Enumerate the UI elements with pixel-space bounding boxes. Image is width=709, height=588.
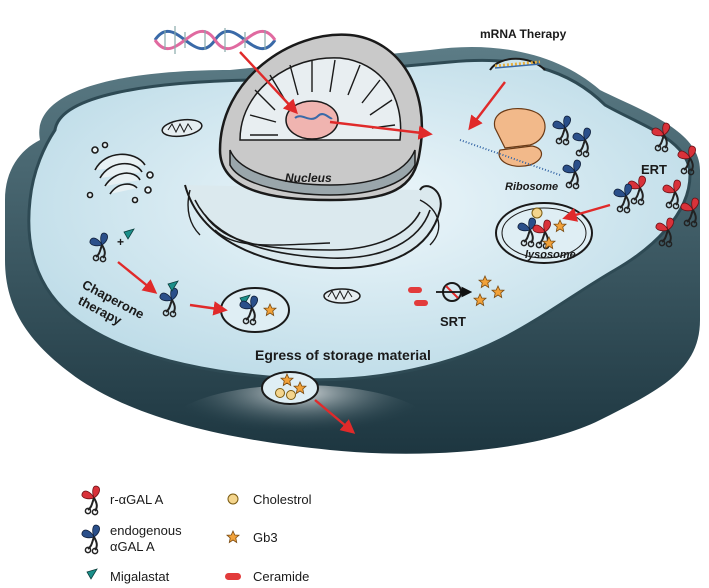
ert-label: ERT (641, 162, 667, 177)
mrna-vesicle (489, 57, 546, 71)
plus-sign: + (117, 235, 124, 249)
mitochondrion-icon-2 (323, 288, 361, 304)
legend-gb3-icon (226, 530, 240, 543)
legend (80, 485, 241, 580)
ribosome-label: Ribosome (505, 181, 558, 193)
legend-r-agal-icon (80, 485, 101, 516)
legend-gb3-label: Gb3 (253, 530, 278, 545)
endoplasmic-reticulum (184, 184, 442, 270)
legend-ceramide-icon (225, 573, 241, 580)
nucleus (218, 33, 424, 202)
lysosome-chaperone (220, 287, 290, 333)
legend-cholestrol-label: Cholestrol (253, 492, 312, 507)
egress-label: Egress of storage material (255, 347, 431, 363)
legend-cholesterol-icon (227, 493, 239, 505)
legend-r-agal-label: r-αGAL A (110, 492, 164, 507)
pathway-arrows (117, 51, 611, 434)
ceramide-icon (408, 287, 422, 293)
srt-label: SRT (440, 314, 466, 329)
ribosome-icon (459, 107, 561, 176)
srt-group (408, 275, 505, 306)
nucleus-label: Nucleus (285, 171, 332, 185)
golgi-icon (86, 141, 154, 204)
legend-endogenous-line2: αGAL A (110, 539, 155, 554)
nucleolus (285, 100, 339, 140)
legend-ceramide-label: Ceramide (253, 569, 310, 584)
egress-vesicle (261, 371, 319, 405)
mitochondrion-icon (161, 118, 203, 138)
mrna-therapy-label: mRNA Therapy (480, 27, 567, 41)
dna-icon (153, 26, 277, 54)
legend-migalastat-icon (86, 568, 98, 580)
mrna-icon (494, 60, 541, 68)
legend-migalastat-label: Migalastat (110, 569, 170, 584)
legend-endogenous-line1: endogenous (110, 523, 182, 538)
legend-endogenous-icon (80, 524, 101, 555)
lysosome-label: lysosome (525, 249, 576, 261)
